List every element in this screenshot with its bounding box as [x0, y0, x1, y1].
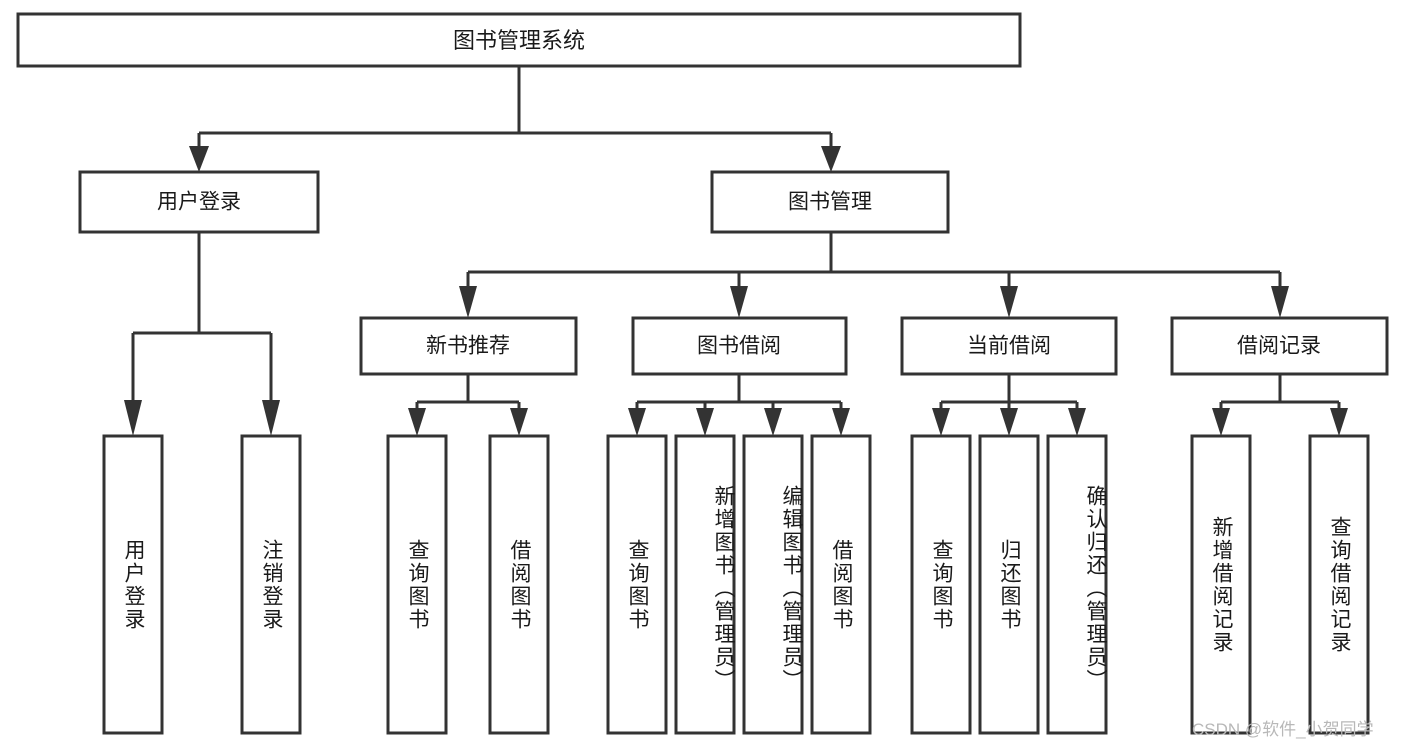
- arrow-leaf-user-login: [124, 400, 142, 436]
- node-box-group: 图书管理系统 用户登录 图书管理 新书推荐 图书借阅 当前借阅 借阅记录: [16, 12, 1389, 735]
- arrow-user-login: [189, 146, 209, 172]
- arrow-leaf-return-book: [1000, 408, 1018, 436]
- node-leaf-edit-book[interactable]: [742, 434, 804, 735]
- connector-group: [124, 66, 1348, 436]
- node-borrow-record[interactable]: [1170, 316, 1389, 376]
- arrow-book-manage: [821, 146, 841, 172]
- arrow-borrow-record: [1271, 286, 1289, 318]
- node-current-borrow-label: 当前借阅: [967, 335, 1051, 358]
- arrow-leaf-query-book-2: [628, 408, 646, 436]
- arrow-leaf-add-record: [1212, 408, 1230, 436]
- node-borrow-record-label: 借阅记录: [1237, 335, 1321, 358]
- node-book-borrow[interactable]: [631, 316, 848, 376]
- node-leaf-return-book[interactable]: [978, 434, 1040, 735]
- arrow-leaf-add-book: [696, 408, 714, 436]
- node-leaf-user-logout[interactable]: [240, 434, 302, 735]
- node-root-label: 图书管理系统: [453, 28, 585, 53]
- arrow-leaf-borrow-book-2: [832, 408, 850, 436]
- node-leaf-borrow-book-1[interactable]: [488, 434, 550, 735]
- node-current-borrow[interactable]: [900, 316, 1118, 376]
- node-leaf-query-book-3[interactable]: [910, 434, 972, 735]
- node-leaf-borrow-book-2[interactable]: [810, 434, 872, 735]
- node-book-manage[interactable]: [710, 170, 950, 234]
- arrow-new-book-recommend: [459, 286, 477, 318]
- node-book-borrow-label: 图书借阅: [697, 335, 781, 358]
- node-leaf-confirm-return[interactable]: [1046, 434, 1108, 735]
- node-leaf-user-login[interactable]: [102, 434, 164, 735]
- node-leaf-query-book-1[interactable]: [386, 434, 448, 735]
- arrow-leaf-query-book-1: [408, 408, 426, 436]
- arrow-leaf-borrow-book-1: [510, 408, 528, 436]
- node-leaf-add-record[interactable]: [1190, 434, 1252, 735]
- csdn-watermark: CSDN @软件_小贺同学: [1192, 720, 1374, 739]
- node-new-book-recommend-label: 新书推荐: [426, 335, 510, 358]
- arrow-leaf-edit-book: [764, 408, 782, 436]
- node-root[interactable]: [16, 12, 1022, 68]
- arrow-leaf-query-record: [1330, 408, 1348, 436]
- node-user-login[interactable]: [78, 170, 320, 234]
- node-new-book-recommend[interactable]: [359, 316, 578, 376]
- node-leaf-query-book-2[interactable]: [606, 434, 668, 735]
- arrow-leaf-query-book-3: [932, 408, 950, 436]
- arrow-leaf-confirm-return: [1068, 408, 1086, 436]
- arrow-leaf-user-logout: [262, 400, 280, 436]
- arrow-book-borrow: [730, 286, 748, 318]
- arrow-current-borrow: [1000, 286, 1018, 318]
- node-leaf-query-record[interactable]: [1308, 434, 1370, 735]
- node-leaf-add-book[interactable]: [674, 434, 736, 735]
- node-user-login-label: 用户登录: [157, 191, 241, 214]
- node-book-manage-label: 图书管理: [788, 191, 872, 214]
